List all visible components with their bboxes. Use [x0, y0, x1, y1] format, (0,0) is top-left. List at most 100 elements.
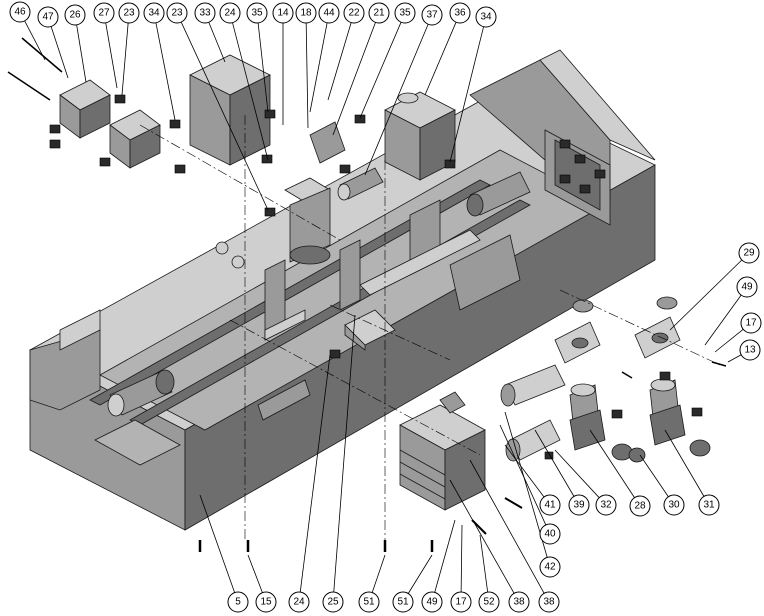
callout-42: 42: [539, 556, 561, 578]
flow-valve-28: [569, 383, 606, 451]
callout-32: 32: [595, 494, 617, 516]
leader-28: [589, 429, 635, 498]
callout-49b: 49: [421, 591, 443, 613]
flow-valve-30: [649, 378, 686, 446]
callout-51b: 51: [392, 591, 414, 613]
svg-text:49: 49: [741, 282, 753, 293]
leader-lines: [24, 20, 744, 594]
svg-text:13: 13: [744, 345, 756, 356]
svg-text:21: 21: [373, 8, 385, 19]
leader-52: [479, 534, 489, 593]
callout-30: 30: [663, 494, 685, 516]
callout-15: 15: [255, 591, 277, 613]
svg-text:31: 31: [703, 500, 715, 511]
callout-23b: 23: [166, 2, 188, 24]
svg-text:5: 5: [235, 597, 241, 608]
silencer-37: [337, 167, 384, 201]
leader-34b: [449, 26, 484, 163]
callout-34b: 34: [475, 6, 497, 28]
leader-46: [24, 20, 46, 61]
callout-25: 25: [322, 591, 344, 613]
knob-30: [611, 443, 646, 463]
callout-51a: 51: [358, 591, 380, 613]
leader-44: [309, 22, 328, 113]
svg-text:23: 23: [123, 8, 135, 19]
callout-34a: 34: [143, 2, 165, 24]
slider-block: [344, 309, 396, 351]
callout-39: 39: [568, 494, 590, 516]
leader-38b: [469, 459, 545, 594]
svg-text:23: 23: [171, 8, 183, 19]
callout-36: 36: [449, 2, 471, 24]
svg-text:17: 17: [745, 318, 757, 329]
guide-plate: [449, 234, 521, 311]
callout-29: 29: [738, 242, 760, 264]
leader-13: [727, 354, 742, 363]
leader-25: [333, 314, 356, 593]
leader-34a: [155, 22, 176, 121]
svg-text:38: 38: [513, 597, 525, 608]
callout-14: 14: [272, 2, 294, 24]
leader-47: [50, 26, 69, 79]
leader-24a: [232, 22, 269, 161]
svg-text:27: 27: [98, 8, 110, 19]
callout-21: 21: [368, 2, 390, 24]
center-lines: [139, 115, 721, 540]
leader-23b: [180, 21, 269, 211]
leader-32: [554, 449, 600, 498]
pressure-regulator: [284, 177, 331, 265]
callout-35b: 35: [394, 2, 416, 24]
leader-31: [664, 429, 705, 497]
svg-text:33: 33: [199, 8, 211, 19]
svg-text:47: 47: [42, 12, 54, 23]
svg-text:51: 51: [363, 597, 375, 608]
callouts: 46 47 26 27 23 34 23 33 24 35 14 18 44 2…: [9, 1, 762, 613]
fittings: [49, 94, 703, 460]
leader-27: [105, 22, 118, 89]
rail-bar-front: [257, 379, 311, 421]
valve-stack-38: [399, 391, 486, 511]
upright-bracket-mid: [339, 239, 361, 311]
mount-bracket-29-right: [634, 296, 681, 359]
svg-text:18: 18: [300, 8, 312, 19]
callout-52: 52: [478, 591, 500, 613]
cross-bar: [359, 229, 481, 296]
callout-22: 22: [343, 2, 365, 24]
upright-bracket-left: [264, 259, 306, 341]
leader-24b: [299, 354, 331, 593]
leader-29: [669, 259, 743, 331]
callout-26: 26: [64, 4, 86, 26]
leader-49a: [704, 294, 742, 346]
callout-5: 5: [227, 591, 249, 613]
callout-23a: 23: [118, 2, 140, 24]
svg-text:25: 25: [327, 597, 339, 608]
leader-41: [504, 444, 545, 498]
svg-text:35: 35: [399, 8, 411, 19]
callout-40: 40: [539, 523, 561, 545]
svg-text:36: 36: [454, 8, 466, 19]
leader-22: [327, 22, 352, 101]
leader-39: [534, 429, 575, 497]
leader-21: [332, 22, 376, 136]
callout-33: 33: [194, 2, 216, 24]
callout-24b: 24: [288, 591, 310, 613]
callout-17a: 17: [740, 312, 762, 334]
mount-bracket-29-left: [554, 299, 601, 364]
svg-text:17: 17: [455, 597, 467, 608]
callout-27: 27: [93, 2, 115, 24]
leader-17b: [460, 524, 463, 593]
callout-18: 18: [295, 2, 317, 24]
svg-text:46: 46: [14, 7, 26, 18]
callout-37: 37: [421, 4, 443, 26]
valve-block-27: [109, 109, 161, 169]
knob-31: [689, 439, 711, 457]
leader-30: [639, 454, 669, 497]
svg-text:22: 22: [348, 8, 360, 19]
svg-text:40: 40: [544, 529, 556, 540]
leader-35b: [359, 22, 402, 119]
svg-text:34: 34: [148, 8, 160, 19]
svg-text:32: 32: [600, 500, 612, 511]
callout-17b: 17: [450, 591, 472, 613]
leader-26: [76, 24, 87, 83]
